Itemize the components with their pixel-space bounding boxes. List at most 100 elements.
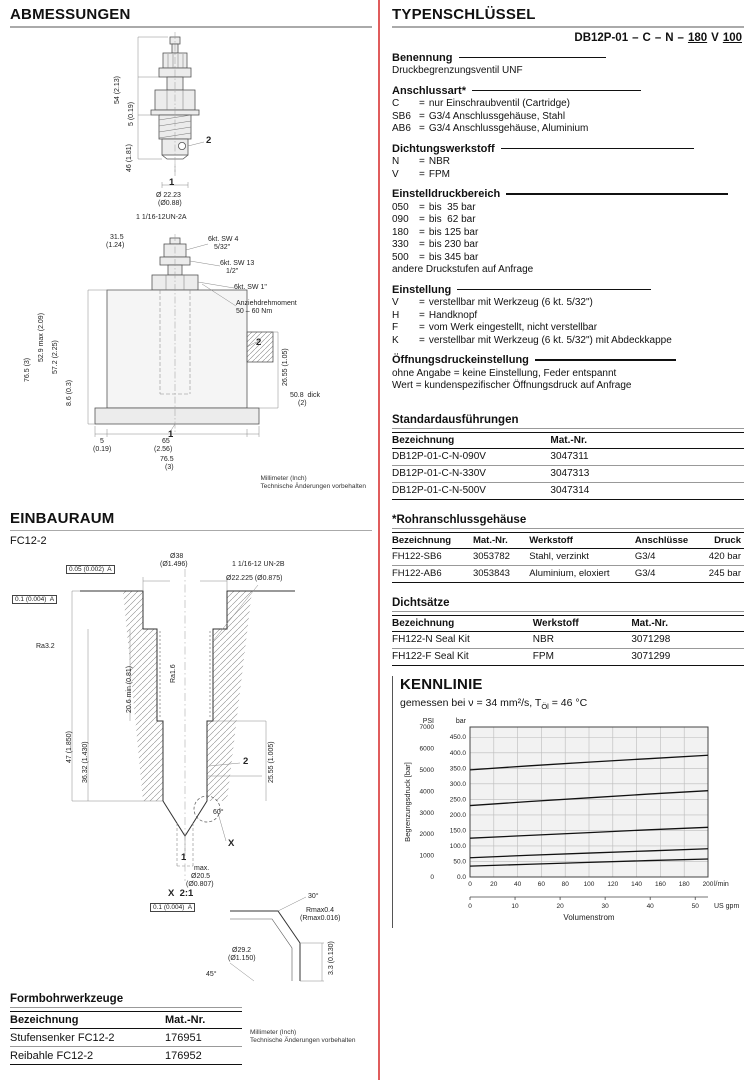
dimension-label: Ra3.2: [36, 643, 55, 650]
svg-text:Volumenstrom: Volumenstrom: [563, 913, 614, 922]
dimension-label: (Ø1.150): [228, 955, 256, 962]
svg-text:180: 180: [679, 881, 690, 888]
standard-title: Standardausführungen: [392, 414, 744, 429]
dimension-label: 5/32": [214, 243, 231, 251]
section-line: AB6=G3/4 Anschlussgehäuse, Aluminium: [392, 123, 589, 134]
section-line: F=vom Werk eingestellt, nicht verstellba…: [392, 322, 598, 333]
table-cell: NBR: [532, 631, 632, 649]
code-section: Anschlussart*C=nur Einschraubventil (Car…: [392, 85, 744, 136]
column-header: Bezeichnung: [10, 1011, 165, 1029]
port-marker: 2: [256, 336, 262, 348]
dimension-label: 26.55 (1.05): [282, 347, 289, 386]
section-line: C=nur Einschraubventil (Cartridge): [392, 98, 571, 109]
port-marker: 1: [181, 852, 187, 863]
dimension-label: Ø 22.23: [156, 191, 181, 199]
dimension-label: 45°: [206, 971, 217, 978]
port-marker: X: [228, 838, 235, 849]
section-line: 330=bis 230 bar: [392, 239, 479, 250]
section-title: Öffnungsdruckeinstellung: [392, 354, 529, 366]
code-part: V: [711, 31, 719, 44]
dimension-label: Ra1.6: [170, 664, 177, 683]
svg-text:80: 80: [562, 881, 570, 888]
column-header: Mat.-Nr.: [550, 431, 744, 449]
svg-text:300.0: 300.0: [450, 780, 467, 787]
code-part: C: [642, 31, 651, 44]
dimension-label: 6kt. SW 13: [220, 259, 255, 267]
cavity-section-view: [71, 569, 324, 982]
port-marker: 1: [169, 176, 175, 188]
dimension-label: 20.6 min (0.81): [126, 665, 133, 713]
dimension-label: 76.5 (3): [24, 357, 31, 382]
dichtsaetze-title: Dichtsätze: [392, 597, 744, 612]
kennlinie-section: KENNLINIE gemessen bei ν = 34 mm²/s, TÖl…: [392, 675, 744, 928]
dimension-label: 46 (1.81): [126, 143, 133, 172]
dimension-label: 25.55 (1.005): [268, 741, 275, 783]
column-header: Bezeichnung: [392, 531, 473, 549]
code-part: –: [677, 31, 684, 44]
dimension-label: (1.24): [106, 241, 125, 249]
table-cell: FH122-N Seal Kit: [392, 631, 533, 649]
dimension-label: 57.2 (2.25): [52, 339, 59, 374]
einbauraum-title: EINBAURAUM: [10, 509, 115, 527]
dimension-label: 50.8 dick: [290, 391, 320, 399]
dimension-label: max.: [194, 865, 210, 872]
section-title: Anschlussart*: [392, 84, 466, 97]
svg-text:l/min: l/min: [714, 881, 729, 888]
dimension-label: Ø20.5: [191, 873, 211, 880]
dimension-label: 5 (0.19): [128, 101, 135, 126]
code-part: N: [665, 31, 674, 44]
code-part: –: [632, 31, 639, 44]
table-cell: 420 bar: [701, 548, 744, 566]
section-rule: [457, 288, 651, 291]
dimension-label: 0.1 (0.004) A: [150, 903, 196, 913]
table-cell: 176951: [165, 1028, 242, 1047]
table-cell: 176952: [165, 1046, 242, 1065]
svg-text:160: 160: [655, 881, 666, 888]
column-header: Mat.-Nr.: [631, 614, 744, 632]
table-cell: DB12P-01-C-N-090V: [392, 448, 551, 466]
table-cell: G3/4: [634, 548, 702, 566]
code-part: 180: [687, 31, 708, 44]
section-line: V=FPM: [392, 168, 450, 180]
kennlinie-title: KENNLINIE: [400, 675, 483, 693]
section-rule: [506, 193, 728, 195]
cavity-code: FC12-2: [10, 535, 47, 547]
svg-text:6000: 6000: [420, 745, 435, 752]
section-line: andere Druckstufen auf Anfrage: [392, 264, 534, 275]
section-line: K=verstellbar mit Werkzeug (6 kt. 5/32")…: [392, 334, 672, 346]
port-marker: X 2:1: [168, 888, 194, 899]
dimension-label: 54 (2.13): [114, 75, 121, 104]
section-line: 050=bis 35 bar: [392, 201, 476, 213]
column-header: Druck: [701, 531, 744, 549]
dimension-label: 1 1/16-12UN-2A: [136, 213, 187, 221]
units-note-line2: Technische Änderungen vorbehalten: [260, 483, 366, 491]
dimension-label: 31.5: [110, 233, 124, 241]
dimension-label: 30°: [308, 893, 319, 900]
section-rule: [471, 89, 641, 92]
svg-text:2000: 2000: [420, 831, 435, 838]
heading-rule: [10, 26, 372, 28]
dimension-label: Anziehdrehmoment: [236, 299, 297, 307]
table-cell: Stahl, verzinkt: [529, 548, 635, 566]
svg-text:150.0: 150.0: [450, 827, 467, 834]
svg-text:20: 20: [556, 903, 564, 910]
svg-text:50.0: 50.0: [453, 858, 466, 865]
formbohrwerkzeuge-title: Formbohrwerkzeuge: [10, 993, 242, 1008]
table-cell: 245 bar: [701, 565, 744, 583]
table-cell: DB12P-01-C-N-330V: [392, 465, 551, 483]
